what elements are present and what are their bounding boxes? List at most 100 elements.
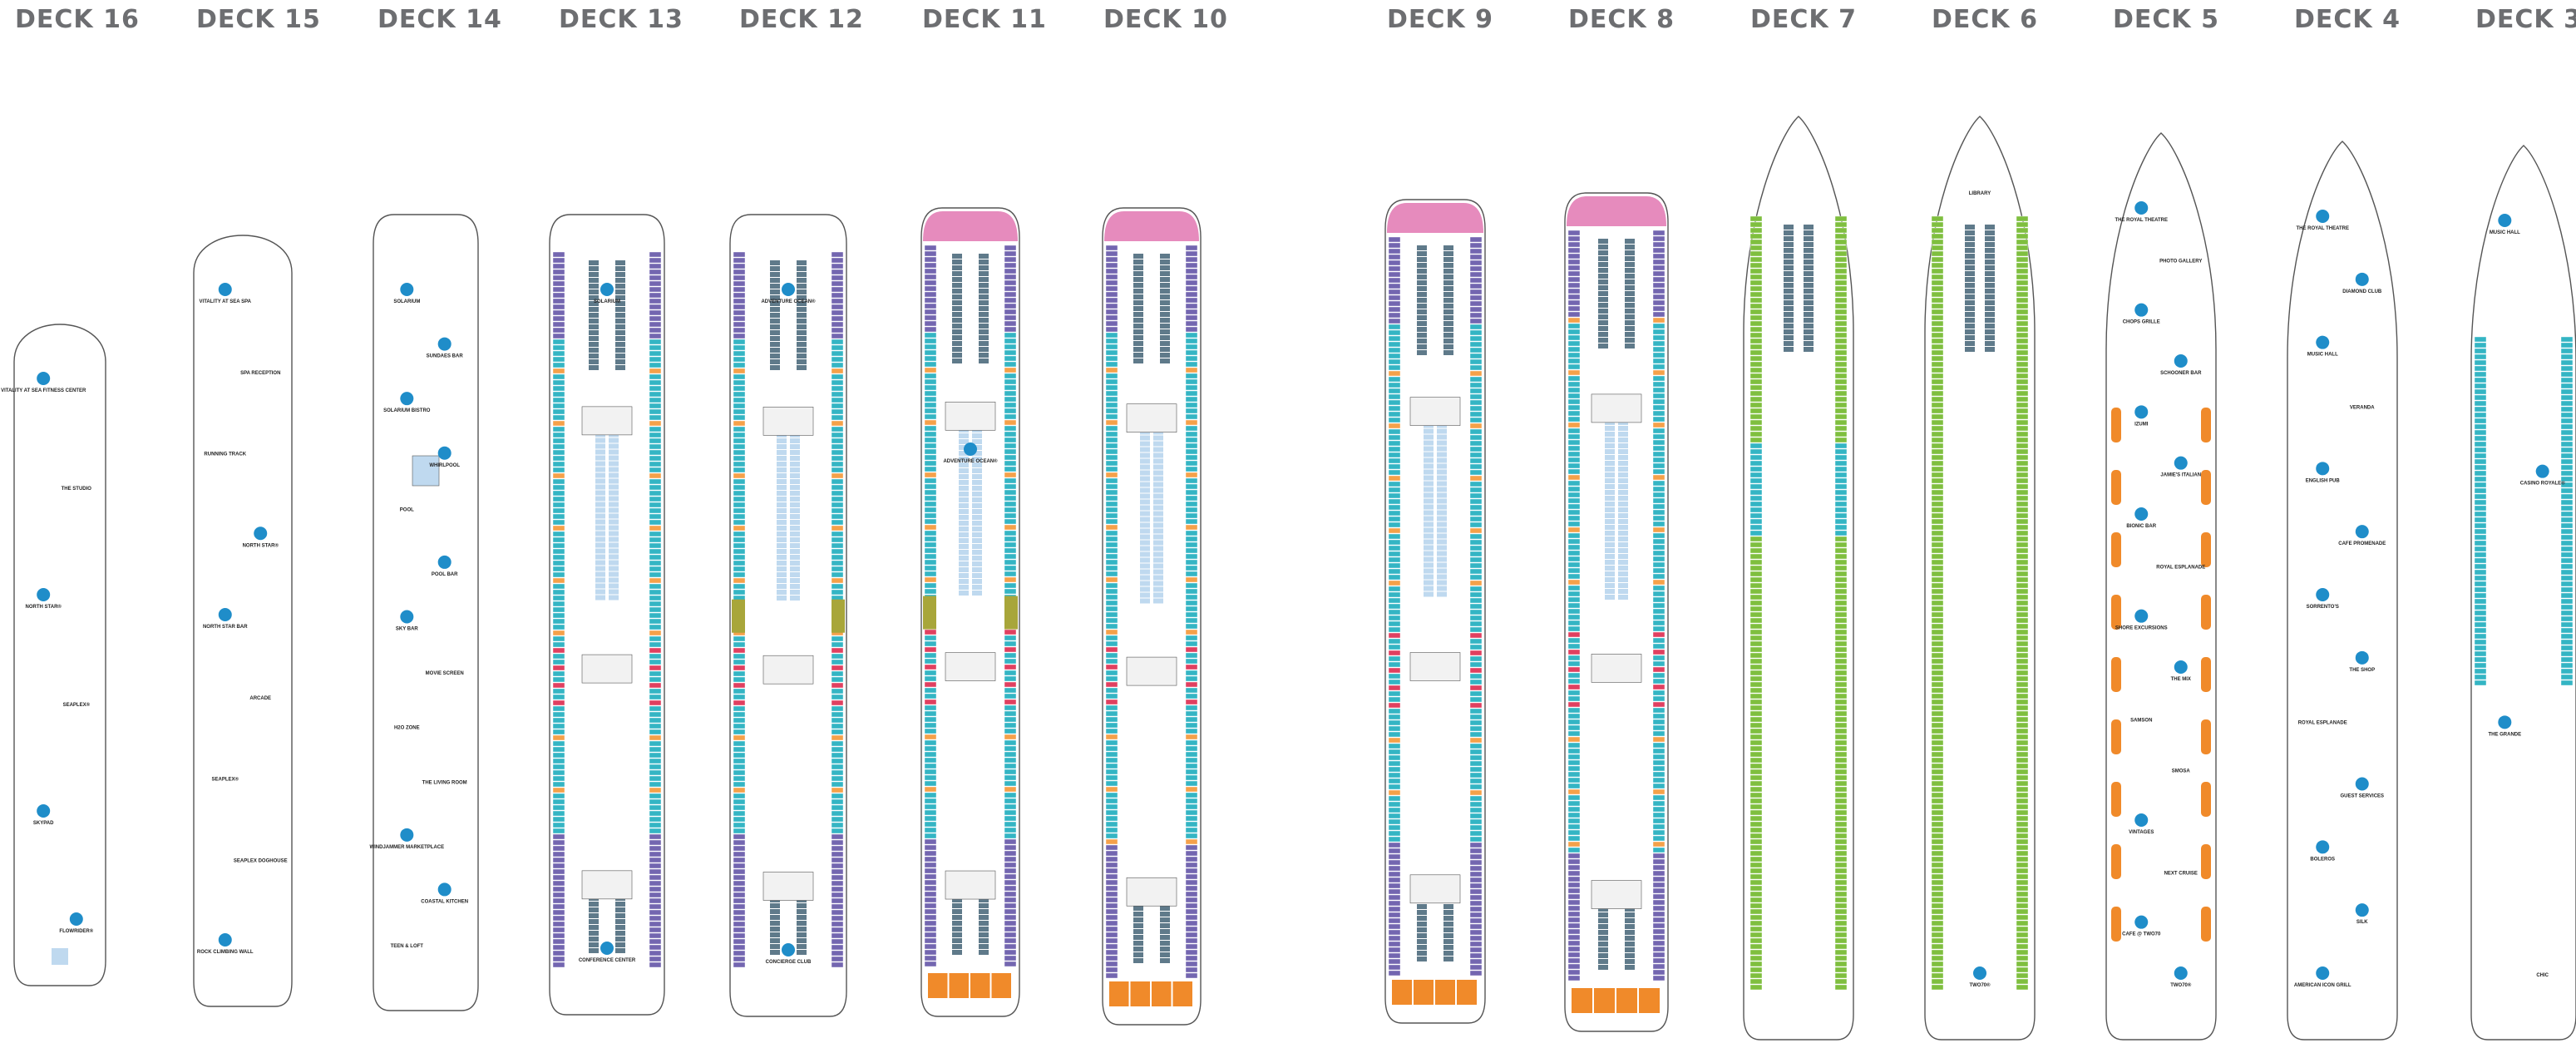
stateroom	[649, 781, 662, 788]
stateroom	[1388, 725, 1401, 732]
stateroom	[1931, 780, 1944, 787]
stateroom	[1985, 265, 1995, 270]
stateroom	[1469, 306, 1483, 313]
stateroom	[1388, 463, 1401, 470]
stateroom	[1605, 595, 1615, 600]
stateroom	[2474, 348, 2487, 354]
stateroom	[1567, 567, 1581, 574]
stateroom	[733, 641, 746, 648]
stateroom	[1105, 262, 1118, 269]
stateroom	[1652, 818, 1666, 824]
stateroom	[924, 670, 937, 676]
stateroom	[1185, 460, 1198, 467]
stateroom	[2560, 586, 2574, 593]
stateroom	[1652, 922, 1666, 929]
stateroom	[1931, 920, 1944, 927]
stateroom	[1965, 312, 1975, 317]
stateroom	[1567, 428, 1581, 434]
stateroom	[831, 810, 844, 817]
stateroom	[1388, 551, 1401, 557]
stateroom	[790, 497, 800, 502]
port-staterooms	[1749, 215, 1763, 991]
stateroom	[1931, 361, 1944, 368]
stateroom	[2016, 734, 2029, 740]
stateroom	[552, 397, 565, 403]
stateroom	[924, 524, 937, 531]
stateroom	[1140, 534, 1150, 540]
stateroom	[1153, 575, 1163, 581]
stateroom	[1105, 524, 1118, 531]
stateroom	[609, 507, 619, 513]
stateroom	[1749, 821, 1763, 828]
stateroom	[1185, 611, 1198, 618]
stateroom	[777, 508, 787, 513]
deck-9-plan	[1384, 199, 1486, 1024]
stateroom	[1004, 827, 1017, 833]
port-forward-staterooms	[924, 245, 937, 333]
stateroom	[1437, 428, 1447, 434]
stateroom	[1105, 850, 1118, 857]
runner-icon	[37, 372, 51, 385]
stateroom	[1469, 463, 1483, 470]
stateroom	[1105, 600, 1118, 606]
stateroom	[552, 251, 565, 258]
stateroom	[2560, 517, 2574, 523]
stateroom	[1931, 640, 1944, 647]
stateroom	[797, 272, 807, 277]
stateroom	[924, 920, 937, 927]
stateroom	[1133, 917, 1143, 922]
stateroom	[733, 339, 746, 345]
stateroom	[2474, 447, 2487, 453]
stateroom	[649, 950, 662, 956]
stateroom	[1105, 704, 1118, 711]
stateroom	[1749, 332, 1763, 339]
deck-8-plan	[1564, 192, 1669, 1032]
stateroom	[615, 931, 625, 936]
stateroom	[831, 414, 844, 421]
stateroom	[1469, 388, 1483, 394]
stateroom	[1185, 524, 1198, 531]
stateroom	[1931, 844, 1944, 851]
stateroom	[1105, 635, 1118, 641]
stateroom	[1004, 850, 1017, 857]
stateroom	[552, 758, 565, 764]
stateroom	[1004, 908, 1017, 915]
stateroom	[649, 403, 662, 409]
stateroom	[1388, 667, 1401, 674]
stateroom	[1749, 693, 1763, 699]
stateroom	[1749, 262, 1763, 269]
stateroom	[1185, 629, 1198, 635]
stateroom	[831, 403, 844, 409]
stateroom	[2016, 472, 2029, 478]
stateroom	[2560, 551, 2574, 558]
stateroom	[1605, 566, 1615, 571]
stateroom	[831, 496, 844, 502]
stateroom	[1469, 423, 1483, 429]
stateroom	[1749, 687, 1763, 694]
stateroom	[595, 461, 605, 467]
stateroom	[959, 433, 969, 438]
stateroom	[1185, 745, 1198, 752]
stateroom	[1931, 268, 1944, 274]
stateroom	[1004, 926, 1017, 932]
stateroom	[649, 560, 662, 566]
stateroom	[1652, 625, 1666, 632]
stateroom	[1834, 972, 1848, 979]
stateroom	[797, 284, 807, 289]
stateroom	[1424, 586, 1434, 591]
stateroom	[1834, 483, 1848, 490]
stateroom	[1004, 687, 1017, 694]
stateroom	[1388, 545, 1401, 551]
stateroom	[1567, 398, 1581, 405]
stateroom	[1140, 447, 1150, 452]
stateroom	[1185, 541, 1198, 548]
stateroom	[1105, 745, 1118, 752]
stateroom	[797, 295, 807, 300]
stateroom	[1652, 358, 1666, 364]
stateroom	[1105, 809, 1118, 816]
stateroom	[1834, 477, 1848, 484]
stateroom	[1004, 815, 1017, 822]
stateroom	[1469, 603, 1483, 610]
stateroom	[1140, 598, 1150, 604]
stateroom	[1388, 469, 1401, 476]
